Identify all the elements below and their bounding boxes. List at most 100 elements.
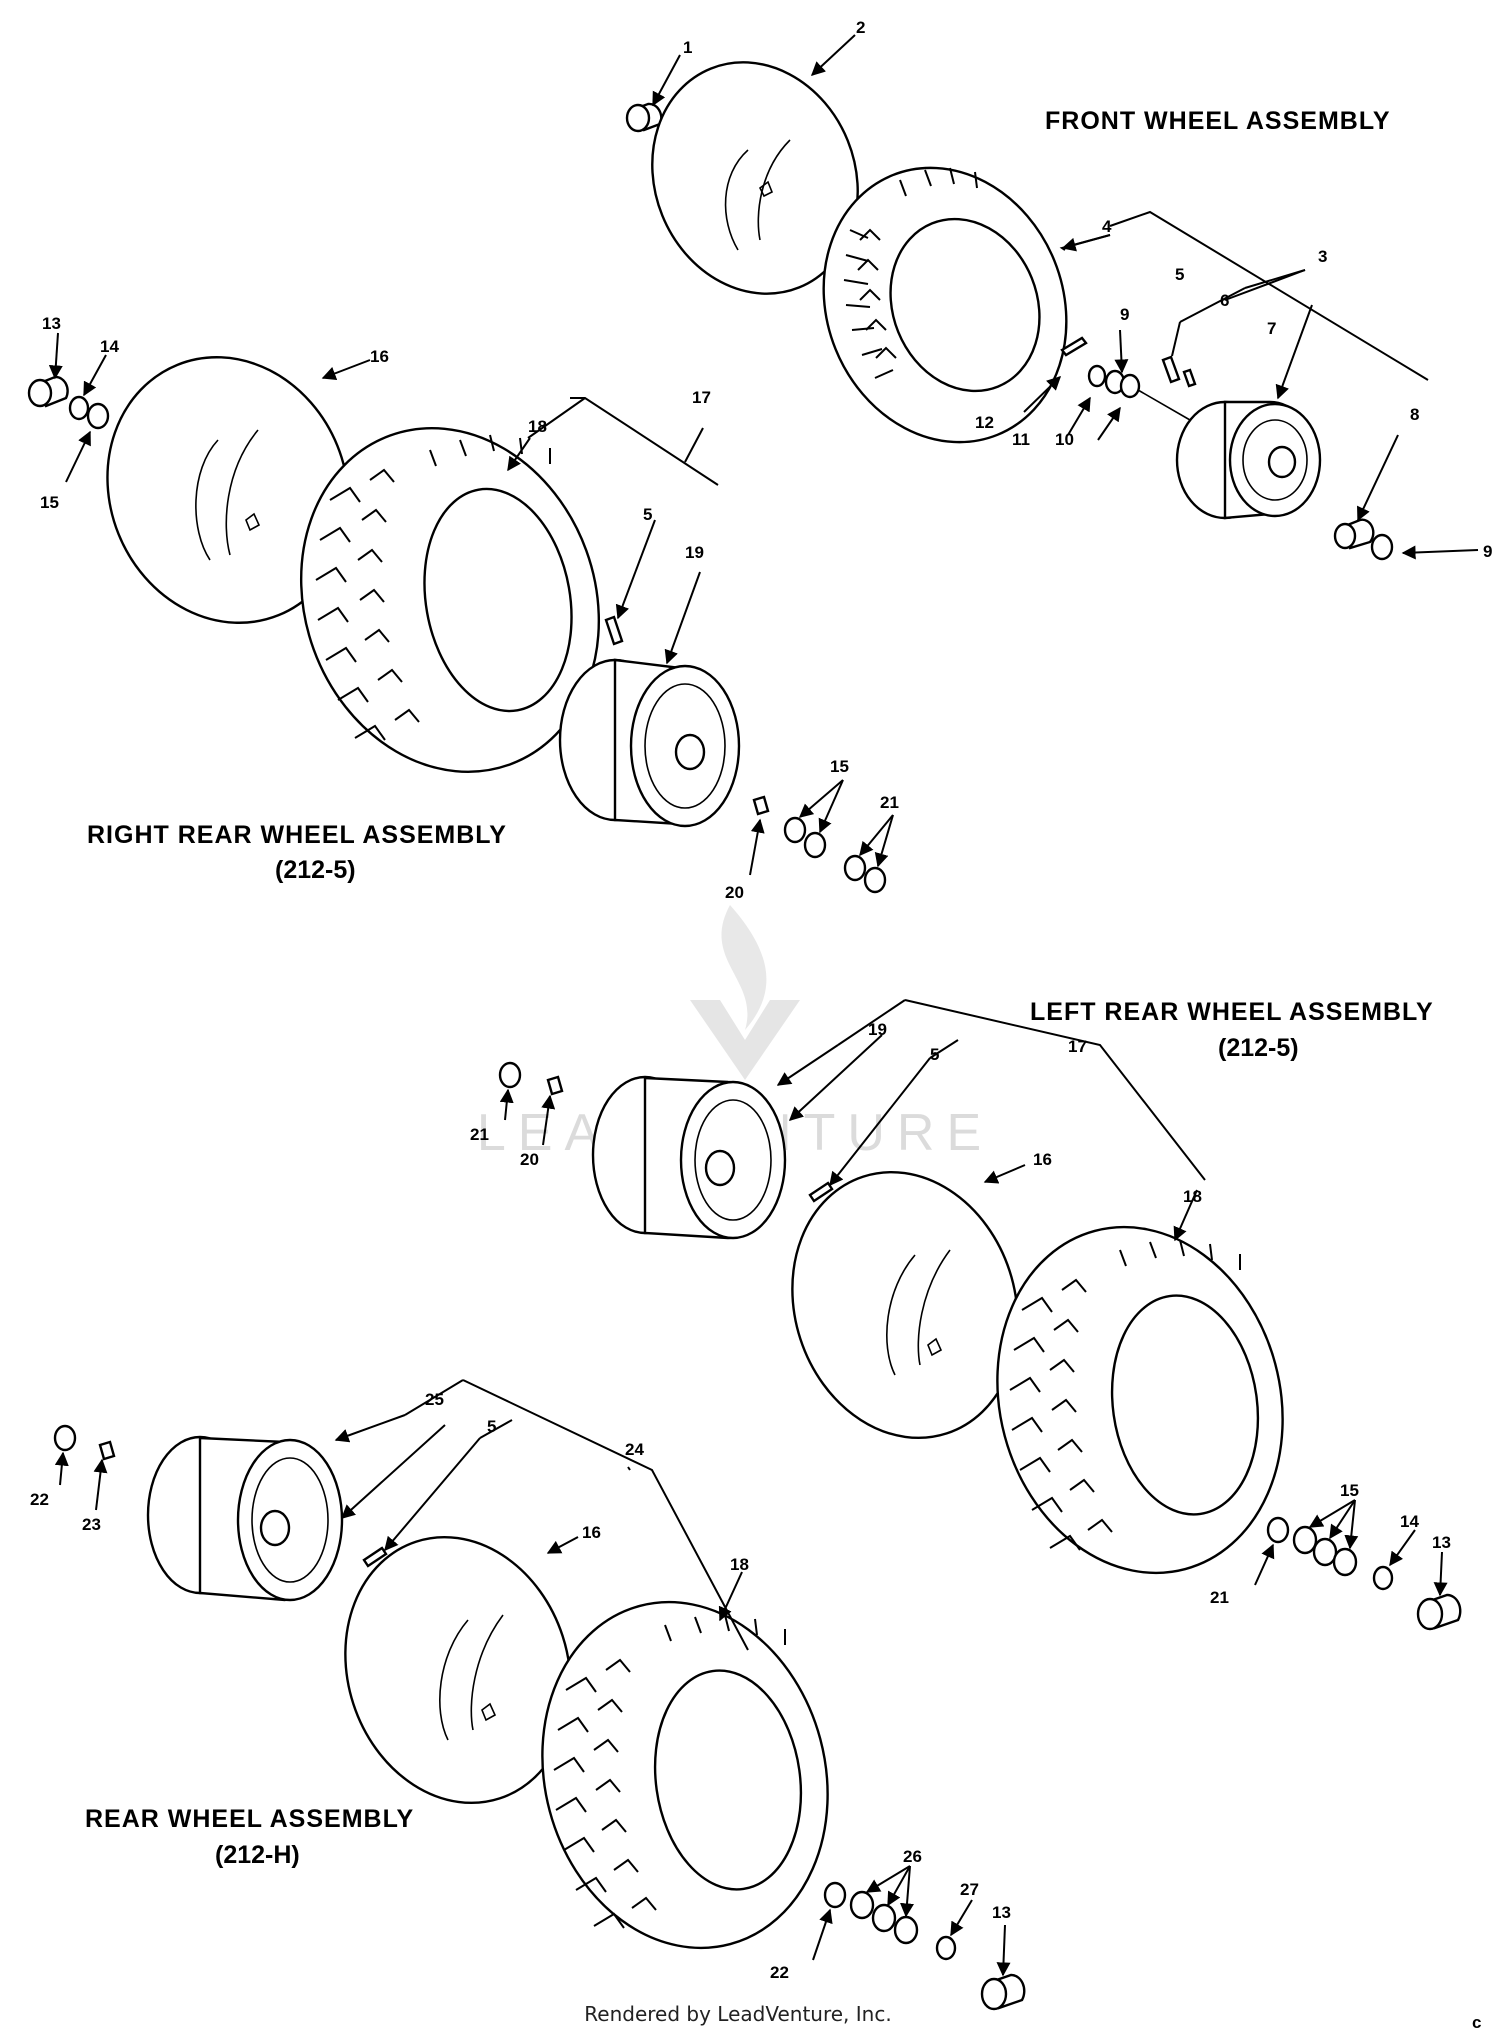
callout-22: 22 [30,1490,49,1509]
callout-17: 17 [692,388,711,407]
part-4-front-tire [822,166,1068,444]
part-5-valve-stem [1161,355,1181,384]
part-14-snap-ring [68,395,90,421]
callout-16: 16 [370,347,389,366]
callout-18-lr: 18 [1183,1187,1202,1206]
part-12-cotter-pin [1060,336,1088,357]
part-18-left-rear-tire [996,1225,1284,1575]
callout-9b: 9 [1483,542,1492,561]
part-13-bushing [27,375,69,408]
part-14-snap-ring-lr [1372,1565,1394,1591]
part-26-washer-a [849,1890,875,1920]
part-11-washer [1087,364,1107,388]
part-9-washer-outer [1370,533,1394,561]
part-22-nut-b [823,1881,847,1909]
callout-25: 25 [425,1390,444,1409]
part-26-washer-c [893,1915,919,1945]
callout-24: 24 [625,1440,644,1459]
callout-13-lr: 13 [1432,1533,1451,1552]
right-rear-title: RIGHT REAR WHEEL ASSEMBLY [87,821,507,849]
part-1-bushing [625,102,663,133]
callout-22-r: 22 [770,1963,789,1982]
front-wheel-assembly: FRONT WHEEL ASSEMBLY [625,18,1492,561]
callout-18: 18 [528,417,547,436]
callout-16-r: 16 [582,1523,601,1542]
part-15-washer-b [803,831,827,859]
part-27-snap-ring [935,1935,957,1961]
part-8-bushing [1333,518,1375,550]
part-21-nut-lr [498,1061,522,1089]
part-16-inner-tube-r [344,1535,572,1805]
part-15-washer-lr-b [1312,1537,1338,1567]
footer-credit: Rendered by LeadVenture, Inc. [584,2002,891,2026]
part-13-bushing-r [980,1973,1026,2011]
callout-1: 1 [683,38,692,57]
part-21-nut-b [863,866,887,894]
callout-5-rr: 5 [643,505,652,524]
callout-19-lr: 19 [868,1020,887,1039]
callout-27: 27 [960,1880,979,1899]
callout-8: 8 [1410,405,1419,424]
callout-21-lr: 21 [470,1125,489,1144]
part-13-bushing-lr [1416,1593,1462,1631]
corner-mark: c [1472,2013,1481,2032]
part-15-washer [86,402,110,430]
callout-15-rr: 15 [830,757,849,776]
part-16-inner-tube [106,356,350,624]
left-rear-title: LEFT REAR WHEEL ASSEMBLY [1030,998,1434,1026]
part-7-front-rim [1175,400,1322,520]
part-25-rim [146,1435,344,1602]
callout-15: 15 [40,493,59,512]
part-20-key [752,795,770,816]
callout-23: 23 [82,1515,101,1534]
callout-16-lr: 16 [1033,1150,1052,1169]
part-5-valve-stem-rr [604,615,624,646]
callout-14: 14 [100,337,119,356]
part-15-washer-lr-c [1332,1547,1358,1577]
part-16-inner-tube-lr [791,1170,1019,1440]
front-wheel-title: FRONT WHEEL ASSEMBLY [1045,107,1391,135]
part-20-key-lr [546,1075,564,1096]
callout-26: 26 [903,1847,922,1866]
right-rear-code: (212-5) [275,856,356,884]
callout-14-lr: 14 [1400,1512,1419,1531]
callout-5-lr: 5 [930,1045,939,1064]
callout-5: 5 [1175,265,1184,284]
part-6-valve-cap [1182,368,1197,388]
callout-19: 19 [685,543,704,562]
part-18-rear-tire [541,1600,829,1950]
callout-12: 12 [975,413,994,432]
callout-18-r: 18 [730,1555,749,1574]
part-5-valve-stem-r [362,1546,388,1568]
rear-title: REAR WHEEL ASSEMBLY [85,1805,414,1833]
callout-11: 11 [1012,430,1030,449]
callout-13-r: 13 [992,1903,1011,1922]
part-22-nut [53,1424,77,1452]
part-5-valve-stem-lr [808,1181,834,1203]
callout-21: 21 [880,793,899,812]
part-15-washer-a [783,816,807,844]
part-18-right-rear-tire [299,427,601,773]
part-9-washer-inner [1119,373,1141,399]
part-21-nut-lr-b [1266,1516,1290,1544]
callout-5-r: 5 [487,1417,496,1436]
callout-2: 2 [856,18,865,37]
callout-9a: 9 [1120,305,1129,324]
part-26-washer-b [871,1903,897,1933]
callout-6: 6 [1220,291,1229,310]
callout-3: 3 [1318,247,1327,266]
left-rear-code: (212-5) [1218,1034,1299,1062]
callout-10: 10 [1055,430,1074,449]
part-19-rim-lr [591,1075,787,1240]
callout-17-lr: 17 [1068,1037,1087,1056]
callout-15-lr: 15 [1340,1481,1359,1500]
part-19-rim [558,658,741,828]
callout-20-lr: 20 [520,1150,539,1169]
part-15-washer-lr-a [1292,1525,1318,1555]
part-2-inner-tube [651,61,859,295]
callout-21-lr-b: 21 [1210,1588,1229,1607]
right-rear-wheel-assembly: RIGHT REAR WHEEL ASSEMBLY (212-5) [27,314,899,902]
callout-7: 7 [1267,319,1276,338]
callout-13: 13 [42,314,61,333]
